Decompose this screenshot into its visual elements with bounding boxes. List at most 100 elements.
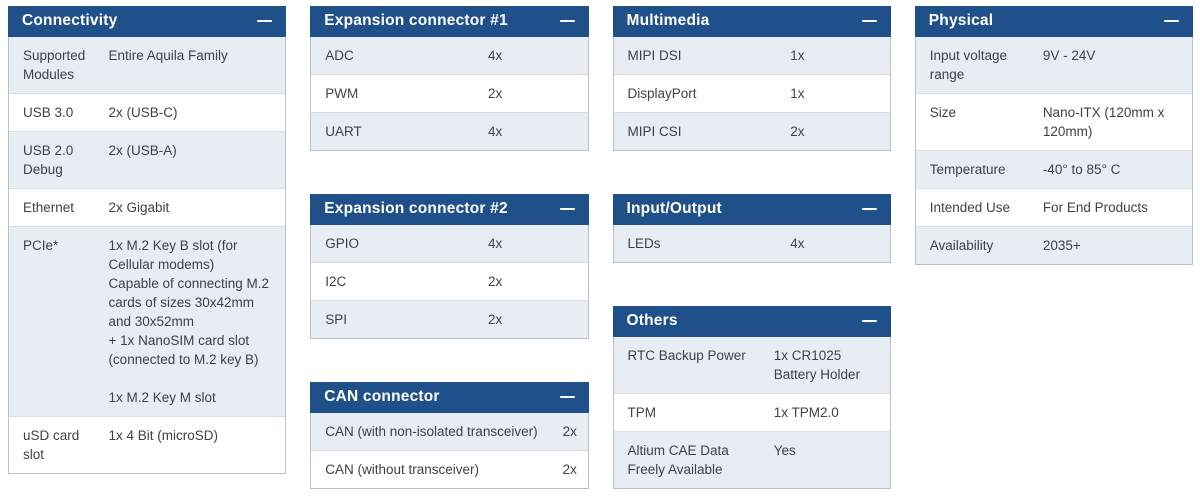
spec-label: Temperature	[929, 162, 1006, 177]
spec-value: 1x	[790, 48, 805, 63]
spec-label: TPM	[627, 405, 657, 420]
spec-value-line	[108, 369, 271, 388]
spec-label: DisplayPort	[627, 86, 697, 101]
spec-value: 2x	[488, 312, 503, 327]
spec-label: USB 3.0	[23, 105, 74, 120]
spec-label: SPI	[325, 312, 348, 327]
spec-label: PCIe*	[23, 238, 59, 253]
collapse-minus-icon[interactable]	[559, 20, 575, 22]
spec-value: 1x	[790, 86, 805, 101]
section-title: CAN connector	[324, 388, 440, 405]
spec-label: Ethernet	[23, 200, 75, 215]
spec-value: -40° to 85° C	[1042, 162, 1121, 177]
spec-value-line: Capable of connecting M.2 cards of sizes…	[108, 276, 270, 329]
spec-value: 2x	[790, 124, 805, 139]
spec-value: Entire Aquila Family	[108, 48, 228, 63]
spec-row: MIPI DSI 1x	[613, 37, 890, 74]
spec-value: 4x	[488, 236, 503, 251]
spec-row: TPM 1x TPM2.0	[613, 393, 890, 431]
spec-value-line: 1x M.2 Key M slot	[108, 390, 216, 405]
spec-label: CAN (with non-isolated transceiver)	[325, 424, 538, 439]
spec-label: uSD card slot	[23, 428, 80, 462]
spec-label: Altium CAE Data Freely Available	[627, 443, 729, 477]
section-header-can[interactable]: CAN connector	[310, 382, 589, 413]
spec-label: RTC Backup Power	[627, 348, 746, 363]
section-header-multimedia[interactable]: Multimedia	[612, 6, 891, 37]
spec-value: For End Products	[1042, 200, 1148, 215]
section-header-others[interactable]: Others	[612, 306, 891, 337]
spec-row: RTC Backup Power 1x CR1025 Battery Holder	[613, 337, 890, 393]
spec-label: GPIO	[325, 236, 360, 251]
spec-value: 1x TPM2.0	[773, 405, 839, 420]
section-header-physical[interactable]: Physical	[914, 6, 1193, 37]
spec-row: SPI 2x	[311, 300, 588, 338]
section-header-connectivity[interactable]: Connectivity	[8, 6, 287, 37]
spec-row: CAN (without transceiver) 2x	[311, 450, 588, 488]
spec-row: MIPI CSI 2x	[613, 112, 890, 150]
spec-row: PCIe* 1x M.2 Key B slot (for Cellular mod…	[9, 226, 286, 416]
spec-label: CAN (without transceiver)	[325, 462, 480, 477]
spec-value-line: + 1x NanoSIM card slot (connected to M.2…	[108, 333, 259, 367]
spec-label: I2C	[325, 274, 347, 289]
spec-row: GPIO 4x	[311, 225, 588, 262]
spec-label: Size	[929, 105, 957, 120]
collapse-minus-icon[interactable]	[861, 320, 877, 322]
collapse-minus-icon[interactable]	[559, 396, 575, 398]
spec-value: 2x	[488, 86, 503, 101]
collapse-minus-icon[interactable]	[257, 20, 273, 22]
collapse-minus-icon[interactable]	[1164, 20, 1179, 22]
section-header-expansion2[interactable]: Expansion connector #2	[310, 194, 589, 225]
spec-label: ADC	[325, 48, 354, 63]
spec-row: uSD card slot 1x 4 Bit (microSD)	[9, 416, 286, 473]
section-header-inputoutput[interactable]: Input/Output	[612, 194, 891, 225]
spec-value: 1x CR1025 Battery Holder	[773, 348, 861, 382]
spec-value: 4x	[488, 48, 503, 63]
spec-label: MIPI DSI	[627, 48, 682, 63]
spec-value: 2x Gigabit	[108, 200, 170, 215]
spec-row: Temperature -40° to 85° C	[915, 150, 1192, 188]
spec-value: Nano-ITX (120mm x 120mm)	[1042, 105, 1165, 139]
spec-value: 2x	[562, 424, 577, 439]
collapse-minus-icon[interactable]	[861, 20, 877, 22]
collapse-minus-icon[interactable]	[559, 208, 575, 210]
collapse-minus-icon[interactable]	[861, 208, 877, 210]
spec-value-line: 1x M.2 Key B slot (for Cellular modems)	[108, 238, 238, 272]
spec-value: 2x	[562, 462, 577, 477]
spec-label: MIPI CSI	[627, 124, 682, 139]
spec-row: ADC 4x	[311, 37, 588, 74]
spec-value: 1x 4 Bit (microSD)	[108, 428, 218, 443]
spec-label: Availability	[929, 238, 994, 253]
spec-value: 2x	[488, 274, 503, 289]
section-title: Multimedia	[626, 12, 710, 29]
section-header-expansion1[interactable]: Expansion connector #1	[310, 6, 589, 37]
spec-label: UART	[325, 124, 362, 139]
section-title: Others	[626, 312, 678, 329]
spec-value: 4x	[790, 236, 805, 251]
spec-value: 2035+	[1042, 238, 1081, 253]
